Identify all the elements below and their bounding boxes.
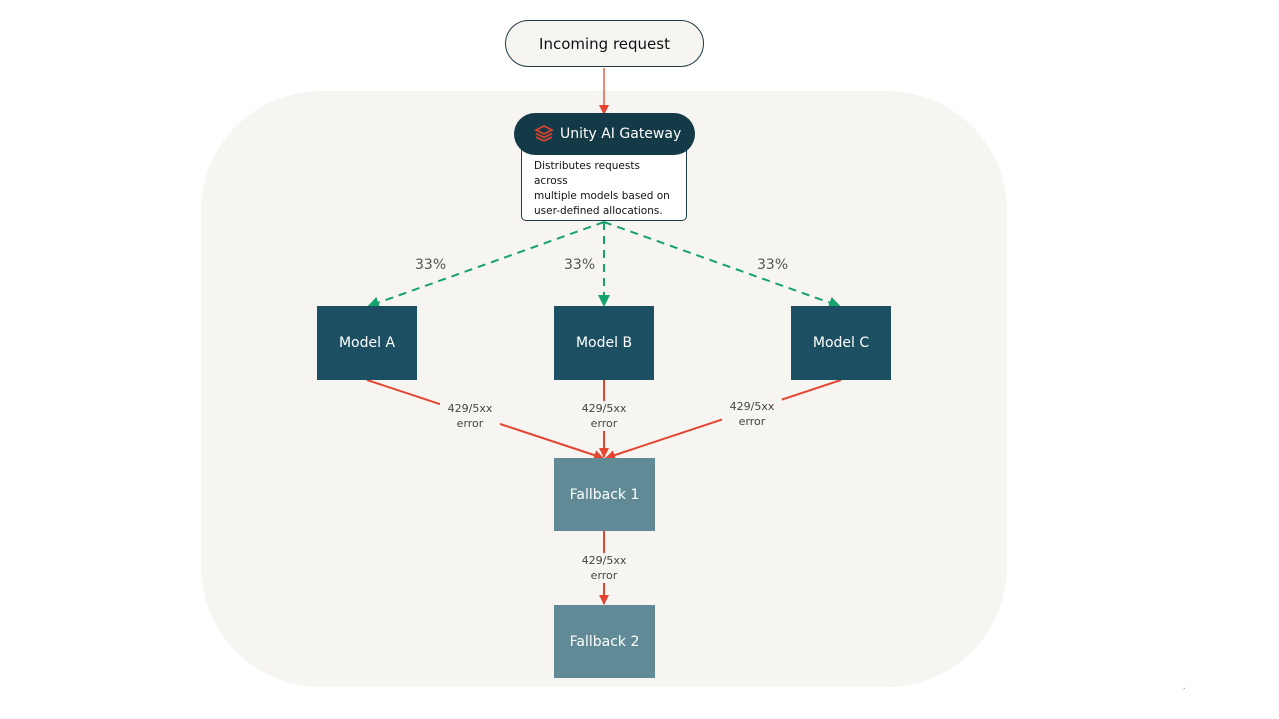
- error-label-fallback: 429/5xx error: [574, 553, 634, 583]
- fallback-2-label: Fallback 2: [569, 633, 640, 650]
- error-word-text: error: [738, 415, 766, 428]
- model-c-node: Model C: [791, 306, 891, 380]
- error-label-c: 429/5xx error: [722, 399, 782, 429]
- gateway-description-line: multiple models based on: [534, 190, 670, 202]
- stacked-layers-icon: [534, 125, 554, 142]
- error-word-text: error: [456, 417, 484, 430]
- error-word-text: error: [590, 417, 618, 430]
- model-a-label: Model A: [338, 335, 396, 351]
- corner-mark: •: [1183, 686, 1186, 691]
- fallback-1-node: Fallback 1: [554, 458, 655, 531]
- error-code-text: 429/5xx: [581, 402, 627, 415]
- model-c-label: Model C: [812, 335, 870, 351]
- error-word-text: error: [590, 569, 618, 582]
- gateway-node: Unity AI Gateway: [514, 113, 695, 155]
- gateway-description-box: Distributes requests across multiple mod…: [521, 146, 687, 221]
- error-label-b: 429/5xx error: [574, 401, 634, 431]
- incoming-request-label: Incoming request: [539, 34, 670, 53]
- model-b-label: Model B: [575, 335, 633, 351]
- fallback-2-node: Fallback 2: [554, 605, 655, 678]
- error-code-text: 429/5xx: [447, 402, 493, 415]
- error-code-text: 429/5xx: [729, 400, 775, 413]
- allocation-label-b: 33%: [564, 257, 596, 273]
- model-a-node: Model A: [317, 306, 417, 380]
- model-b-node: Model B: [554, 306, 654, 380]
- allocation-arrow-c: [603, 221, 841, 309]
- fallback-1-label: Fallback 1: [569, 486, 640, 503]
- gateway-title: Unity AI Gateway: [560, 126, 682, 142]
- allocation-label-c: 33%: [757, 257, 789, 273]
- allocation-label-a: 33%: [415, 257, 447, 273]
- error-code-text: 429/5xx: [581, 554, 627, 567]
- incoming-request-node: Incoming request: [505, 20, 704, 67]
- gateway-description-line: Distributes requests across: [534, 160, 640, 187]
- error-label-a: 429/5xx error: [440, 401, 500, 431]
- gateway-description-line: user-defined allocations.: [534, 205, 663, 217]
